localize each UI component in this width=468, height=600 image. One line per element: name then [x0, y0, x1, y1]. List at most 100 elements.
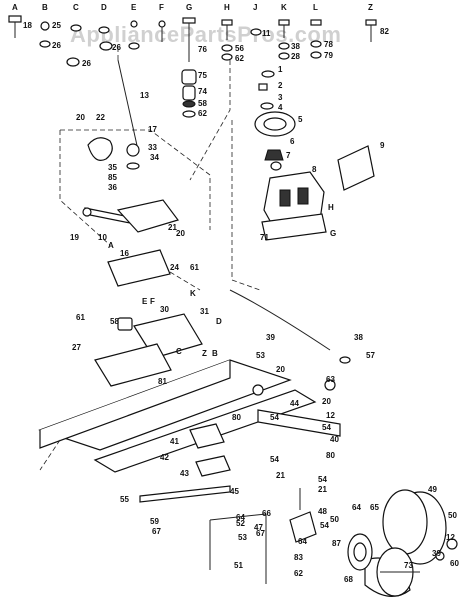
callout: 54	[270, 455, 279, 464]
callout: 41	[170, 437, 179, 446]
callout: 81	[158, 377, 167, 386]
callout: 53	[238, 533, 247, 542]
callout: 27	[72, 343, 81, 352]
callout: 50	[448, 511, 457, 520]
callout: 21	[168, 223, 177, 232]
callout: 65	[370, 503, 379, 512]
callout: 47	[254, 523, 263, 532]
callout: 51	[234, 561, 243, 570]
callout: 4	[278, 103, 283, 112]
callout: E	[142, 297, 148, 306]
callout: 11	[262, 29, 271, 38]
callout: 30	[160, 305, 169, 314]
callout: 60	[450, 559, 459, 568]
letter-L: L	[313, 3, 318, 12]
callout: 44	[290, 399, 299, 408]
callout: 25	[52, 21, 61, 30]
callout: 62	[198, 109, 207, 118]
callout: 20	[322, 397, 331, 406]
pedal-plates	[94, 249, 331, 387]
callout: 38	[291, 42, 300, 51]
callout: 85	[108, 173, 117, 182]
callout: 2	[278, 81, 283, 90]
callout: 26	[82, 59, 91, 68]
callout: 64	[236, 513, 245, 522]
callout: 39	[432, 549, 441, 558]
callout: 43	[180, 469, 189, 478]
callout: 87	[332, 539, 341, 548]
callout: 73	[404, 561, 413, 570]
callout: D	[216, 317, 222, 326]
callout: 26	[52, 41, 61, 50]
callout: 67	[256, 529, 265, 538]
callout: 34	[150, 153, 159, 162]
callout: 52	[236, 519, 245, 528]
callout: 66	[262, 509, 271, 518]
callouts: 18 25 26 26 26 76 75 74 58 62 56 62 11 3…	[23, 21, 459, 584]
letter-J: J	[253, 3, 257, 12]
callout: 12	[446, 533, 455, 542]
callout: 83	[294, 553, 303, 562]
callout: 50	[330, 515, 339, 524]
callout: 17	[148, 125, 157, 134]
callout: 58	[110, 317, 119, 326]
letter-E: E	[131, 3, 137, 12]
callout: 7	[286, 151, 291, 160]
callout: 26	[112, 43, 121, 52]
callout: 35	[108, 163, 117, 172]
callout: 54	[318, 475, 327, 484]
callout: 6	[290, 137, 295, 146]
callout: 54	[322, 423, 331, 432]
callout: 61	[76, 313, 85, 322]
callout: 64	[298, 537, 307, 546]
callout: 61	[190, 263, 199, 272]
steering-assembly	[59, 45, 211, 246]
callout: 16	[120, 249, 129, 258]
callout: 10	[98, 233, 107, 242]
callout: K	[190, 289, 196, 298]
callout: 56	[235, 44, 244, 53]
callout: 8	[312, 165, 317, 174]
callout: 79	[324, 51, 333, 60]
letter-D: D	[101, 3, 107, 12]
callout: 54	[270, 413, 279, 422]
callout: 21	[276, 471, 285, 480]
callout: 78	[324, 40, 333, 49]
callout: 54	[320, 521, 329, 530]
front-axle	[139, 356, 351, 584]
callout: 39	[266, 333, 275, 342]
callout: 53	[256, 351, 265, 360]
callout: 48	[318, 507, 327, 516]
callout: 62	[235, 54, 244, 63]
callout: 67	[152, 527, 161, 536]
callout: C	[176, 347, 182, 356]
callout: 80	[326, 451, 335, 460]
callout: 13	[140, 91, 149, 100]
callout: 19	[70, 233, 79, 242]
callout: 57	[366, 351, 375, 360]
callout: 36	[108, 183, 117, 192]
watermark: AppliancePartsPros.com	[70, 22, 341, 47]
callout: 63	[326, 375, 335, 384]
callout: 68	[344, 575, 353, 584]
letter-Z: Z	[368, 3, 373, 12]
callout: 3	[278, 93, 283, 102]
callout: 24	[170, 263, 179, 272]
column-letters: A B C D E F G H J K L Z	[12, 3, 373, 12]
callout: 20	[276, 365, 285, 374]
callout: 80	[232, 413, 241, 422]
hardware-row	[8, 15, 377, 118]
callout: 74	[198, 87, 207, 96]
callout: 31	[200, 307, 209, 316]
callout: 21	[318, 485, 327, 494]
letter-C: C	[73, 3, 79, 12]
letter-B: B	[42, 3, 48, 12]
callout: Z	[202, 349, 207, 358]
callout: G	[330, 229, 336, 238]
letter-A: A	[12, 3, 18, 12]
callout: A	[108, 241, 114, 250]
callout: H	[328, 203, 334, 212]
callout: 49	[428, 485, 437, 494]
letter-F: F	[159, 3, 164, 12]
